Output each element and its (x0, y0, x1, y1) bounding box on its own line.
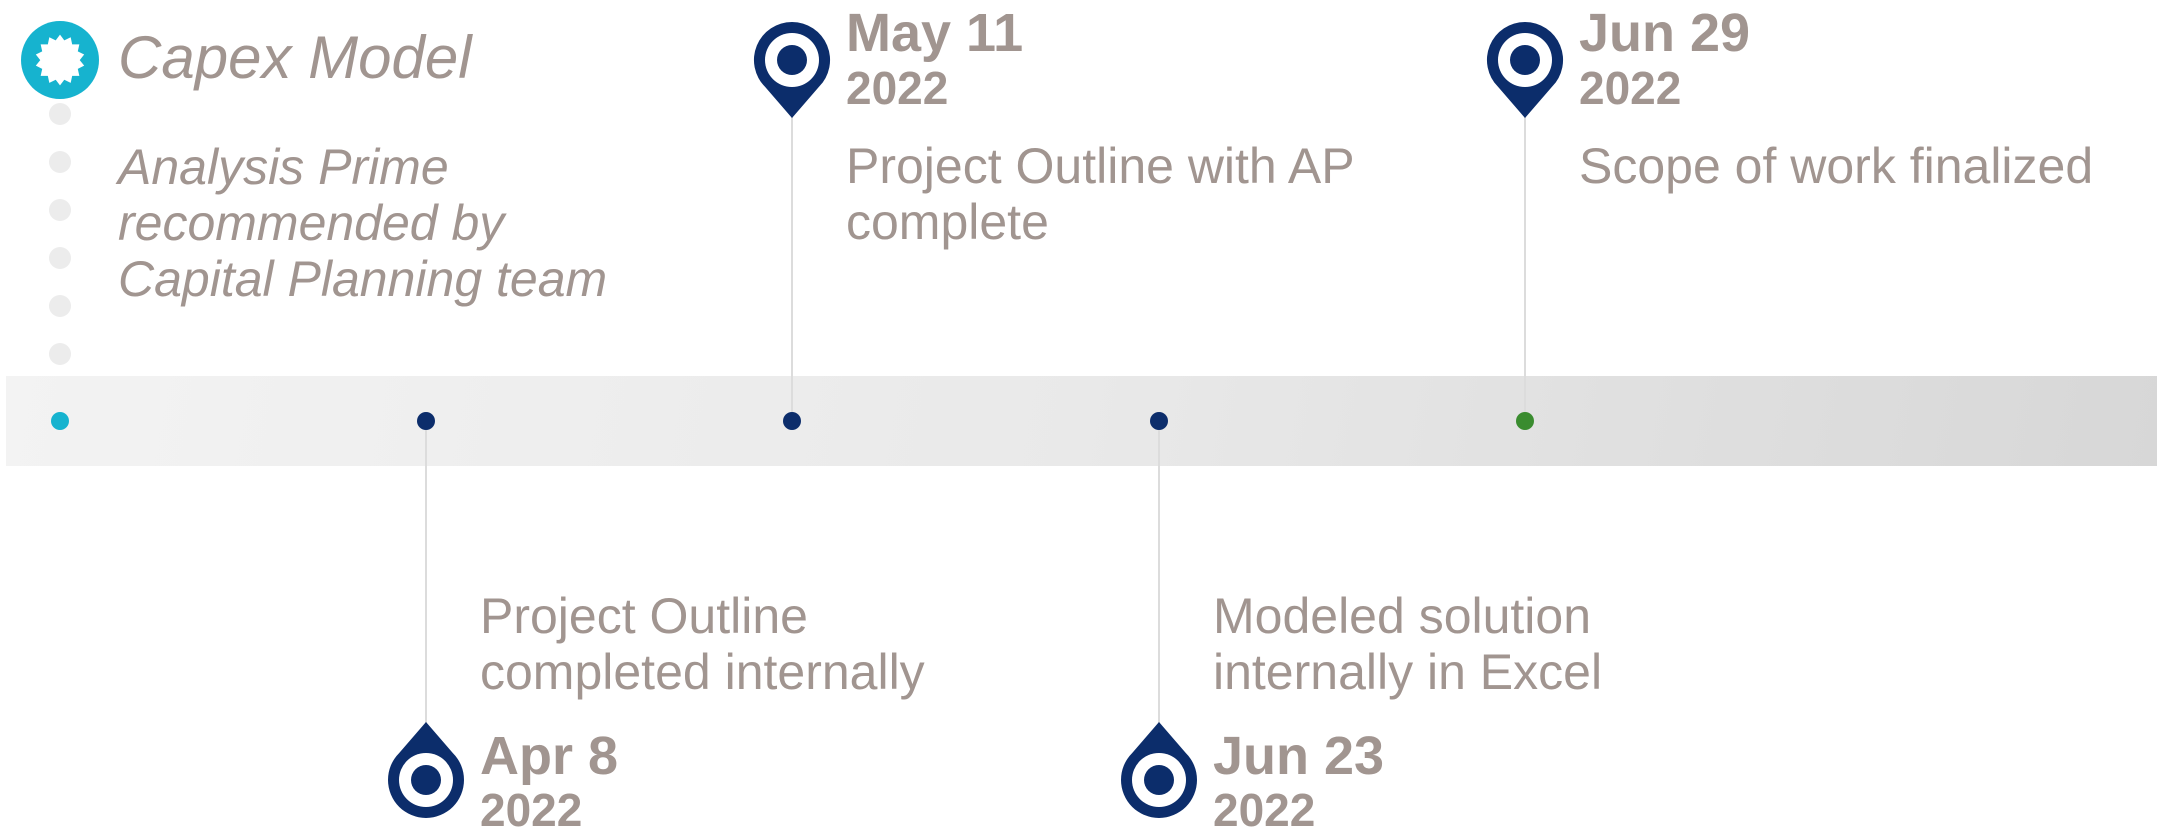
dotted-trail-dot (49, 247, 71, 269)
milestone-description-line: Scope of work finalized (1579, 138, 2094, 194)
milestone-year: 2022 (1579, 62, 1682, 114)
start-title: Capex Model (118, 24, 472, 91)
milestone-description-line: internally in Excel (1213, 644, 1603, 700)
timeline-dot-jun29 (1516, 412, 1534, 430)
milestone-description-line: complete (846, 194, 1049, 250)
timeline-dot-apr8 (417, 412, 435, 430)
milestone-year: 2022 (846, 62, 949, 114)
start-description-line: recommended by (118, 195, 505, 251)
milestone-date: Apr 8 (480, 726, 619, 786)
dotted-trail-dot (49, 295, 71, 317)
location-pin-icon (1119, 720, 1199, 820)
connector-line-may11 (791, 110, 793, 421)
milestone-date: Jun 23 (1213, 726, 1385, 786)
connector-line-apr8 (425, 425, 427, 730)
location-pin-icon (1485, 20, 1565, 120)
milestone-date: Jun 29 (1579, 3, 1751, 63)
milestone-description-line: completed internally (480, 644, 925, 700)
milestone-description-line: Project Outline with AP (846, 138, 1355, 194)
start-description-line: Analysis Prime (118, 139, 449, 195)
dotted-trail-dot (49, 343, 71, 365)
starburst-badge-icon (21, 21, 99, 99)
timeline-band (6, 376, 2157, 466)
timeline-dot-jun23 (1150, 412, 1168, 430)
start-description-line: Capital Planning team (118, 251, 608, 307)
timeline-dot-may11 (783, 412, 801, 430)
milestone-date: May 11 (846, 3, 1024, 63)
location-pin-icon (752, 20, 832, 120)
milestone-year: 2022 (480, 784, 583, 836)
milestone-description-line: Project Outline (480, 588, 808, 644)
timeline-dot-start (51, 412, 69, 430)
connector-line-jun23 (1158, 425, 1160, 730)
milestone-description-line: Modeled solution (1213, 588, 1592, 644)
milestone-year: 2022 (1213, 784, 1316, 836)
dotted-trail-dot (49, 103, 71, 125)
dotted-trail-dot (49, 151, 71, 173)
dotted-trail-dot (49, 199, 71, 221)
location-pin-icon (386, 720, 466, 820)
connector-line-jun29 (1524, 110, 1526, 421)
